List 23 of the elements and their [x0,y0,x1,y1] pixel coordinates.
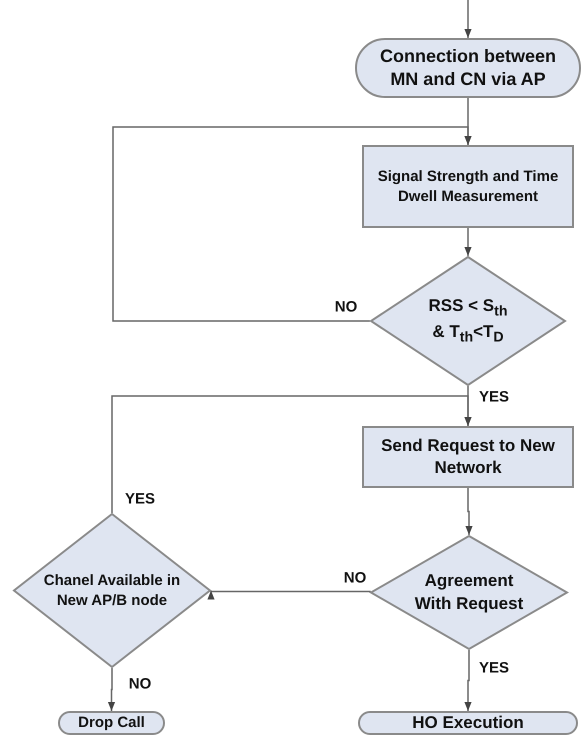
node-label: Signal Strength and Time Dwell Measurement [376,167,560,206]
decision-diamond [370,535,568,650]
node-label: HO Execution [412,712,524,734]
node-label: Connection between MN and CN via AP [378,44,557,91]
arrow [111,395,472,513]
arrow [464,228,472,256]
terminator-shape [58,711,165,735]
node-label: Agreement With Request [414,570,524,614]
process-box [362,426,574,488]
process-box [362,145,574,228]
arrow [465,488,473,535]
arrow [464,0,472,38]
arrow [108,668,116,711]
decision-diamond [13,513,211,668]
node-label: Chanel Available in New AP/B node [42,571,182,610]
arrow [207,590,371,600]
node-label: Drop Call [78,713,145,733]
arrow [464,650,472,711]
arrow [112,126,472,322]
node-label: Send Request to New Network [380,434,556,479]
node-label: RSS < S$_{th}$ & T$_{th}$<T$_{D}$ [427,295,509,347]
decision-diamond [370,256,566,386]
terminator-shape [358,711,578,735]
